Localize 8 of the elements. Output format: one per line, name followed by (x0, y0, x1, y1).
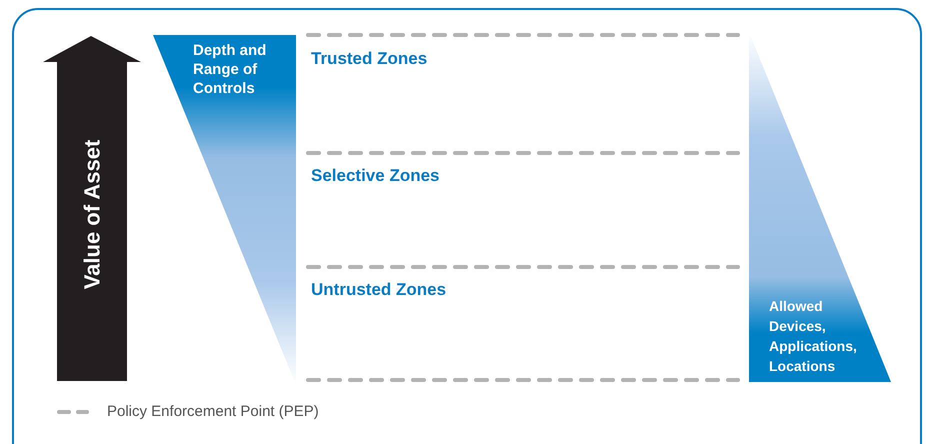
triangle-label: Depth and Range of Controls (193, 41, 268, 98)
zone-label: Trusted Zones (311, 48, 428, 70)
arrow-label: Value of Asset (78, 139, 106, 289)
triangle-label: Allowed Devices, Applications, Locations (769, 297, 858, 376)
upward-arrow (43, 36, 141, 381)
zone-label: Selective Zones (311, 165, 440, 187)
zone-label: Untrusted Zones (311, 279, 446, 301)
legend-label: Policy Enforcement Point (PEP) (107, 402, 319, 422)
